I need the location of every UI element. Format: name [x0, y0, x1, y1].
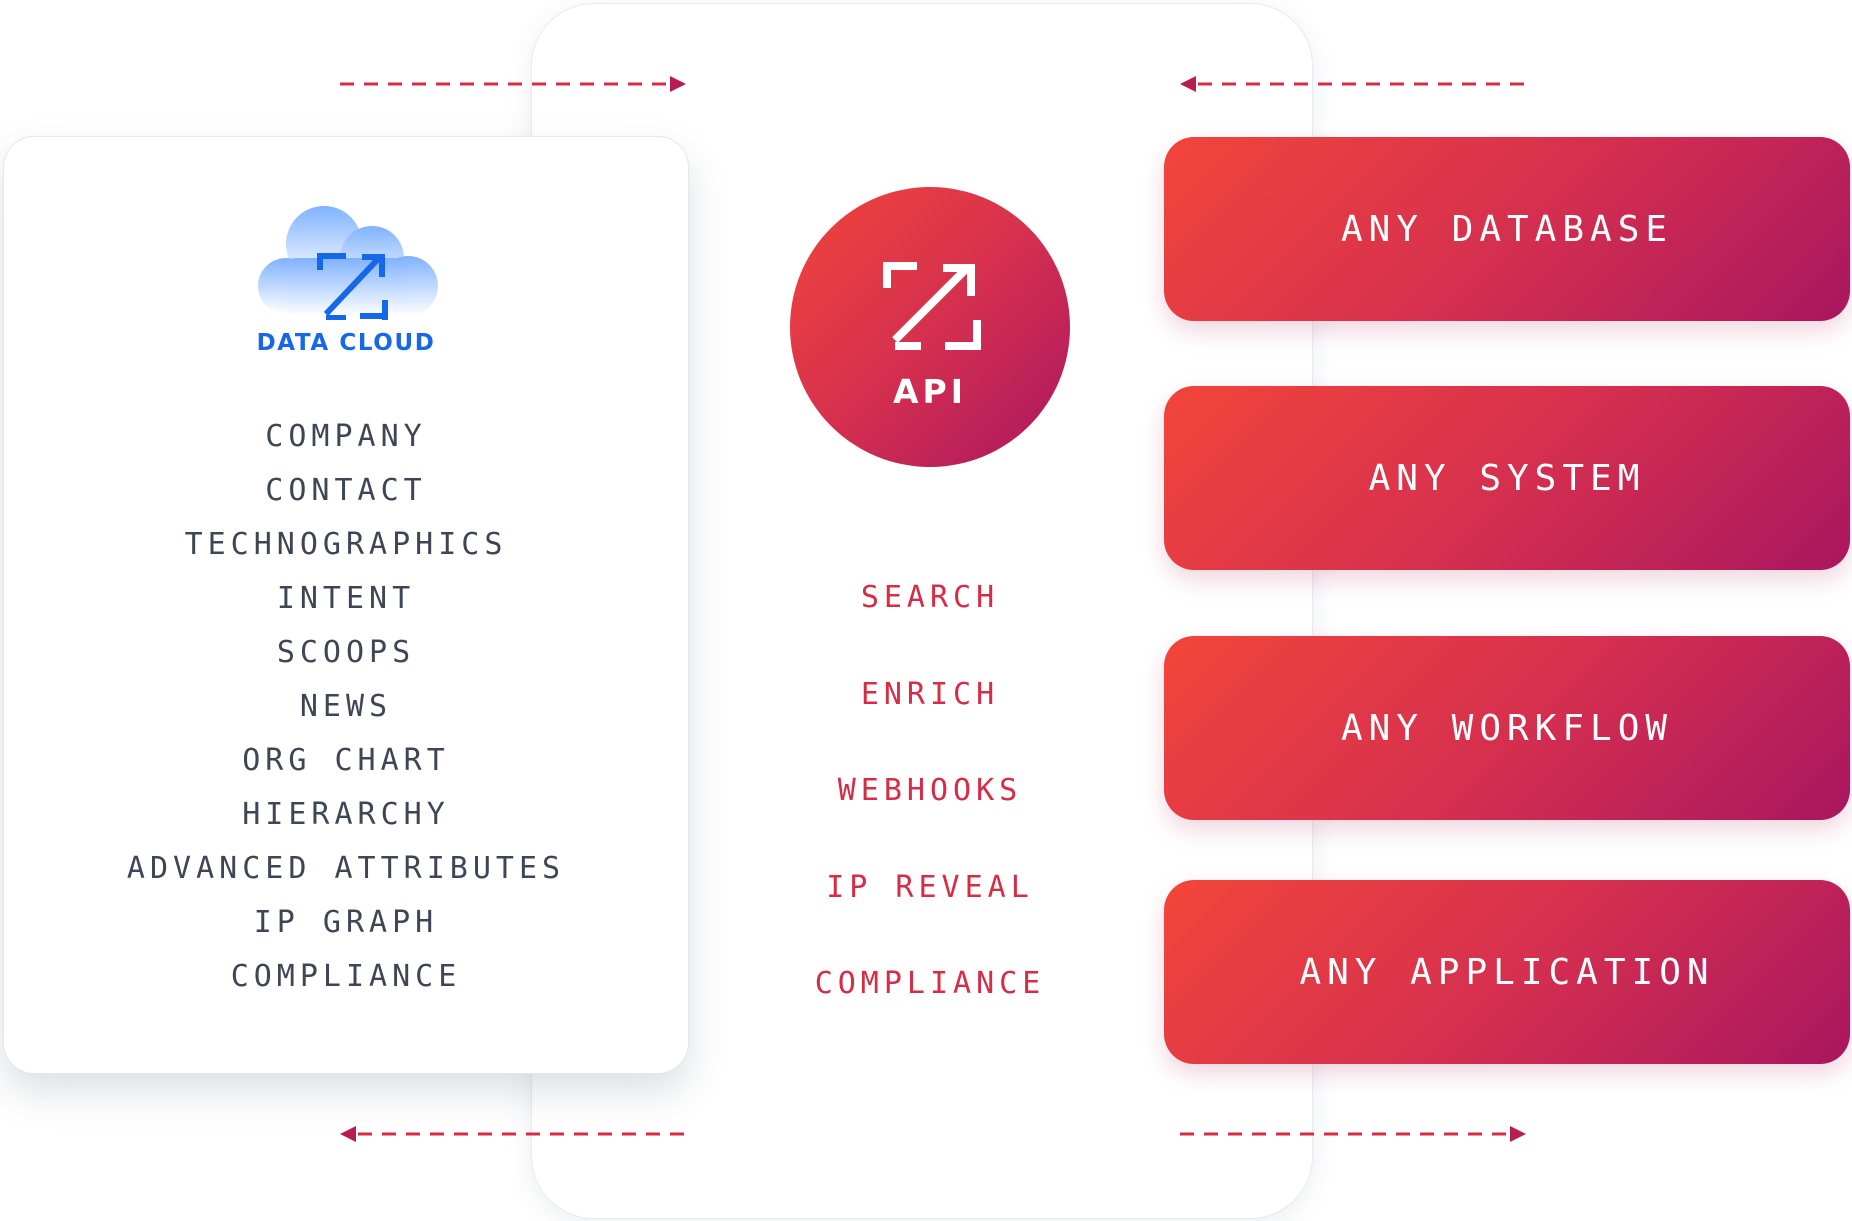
api-capability-item: WEBHOOKS	[837, 773, 1023, 808]
target-card-label: ANY SYSTEM	[1368, 457, 1646, 499]
data-cloud-item: INTENT	[276, 581, 416, 616]
target-card-database: ANY DATABASE	[1164, 137, 1850, 321]
data-cloud-item: CONTACT	[265, 473, 427, 508]
target-card-workflow: ANY WORKFLOW	[1164, 636, 1850, 820]
zoominfo-z-icon	[883, 262, 981, 350]
api-capability-list: SEARCH ENRICH WEBHOOKS IP REVEAL COMPLIA…	[740, 570, 1120, 1053]
zoominfo-z-cloud-icon	[258, 206, 438, 320]
api-badge	[790, 187, 1070, 467]
api-capability-item: ENRICH	[860, 676, 1000, 712]
data-cloud-item: IP GRAPH	[253, 905, 439, 940]
data-cloud-label: DATA CLOUD	[256, 330, 436, 356]
data-cloud-item: SCOOPS	[276, 635, 416, 670]
data-cloud-item: COMPLIANCE	[230, 959, 462, 994]
data-cloud-list: COMPANY CONTACT TECHNOGRAPHICS INTENT SC…	[4, 410, 688, 1004]
arrow-right-icon	[340, 76, 686, 92]
data-cloud-item: COMPANY	[265, 419, 427, 454]
arrow-left-icon	[1180, 76, 1526, 92]
api-capability-item: COMPLIANCE	[814, 966, 1046, 1001]
api-label: API	[892, 372, 967, 411]
data-cloud-item: TECHNOGRAPHICS	[184, 527, 508, 562]
target-card-label: ANY APPLICATION	[1299, 951, 1715, 993]
data-cloud-item: HIERARCHY	[242, 797, 450, 832]
target-card-application: ANY APPLICATION	[1164, 880, 1850, 1064]
target-card-system: ANY SYSTEM	[1164, 386, 1850, 570]
arrow-left-icon	[340, 1126, 686, 1142]
arrow-right-icon	[1180, 1126, 1526, 1142]
api-capability-item: SEARCH	[860, 580, 1000, 615]
data-cloud-item: NEWS	[299, 689, 393, 724]
target-card-label: ANY DATABASE	[1340, 208, 1674, 250]
data-cloud-item: ORG CHART	[242, 743, 450, 778]
target-card-label: ANY WORKFLOW	[1340, 707, 1674, 749]
data-cloud-item: ADVANCED ATTRIBUTES	[126, 851, 566, 886]
api-capability-item: IP REVEAL	[826, 869, 1034, 905]
